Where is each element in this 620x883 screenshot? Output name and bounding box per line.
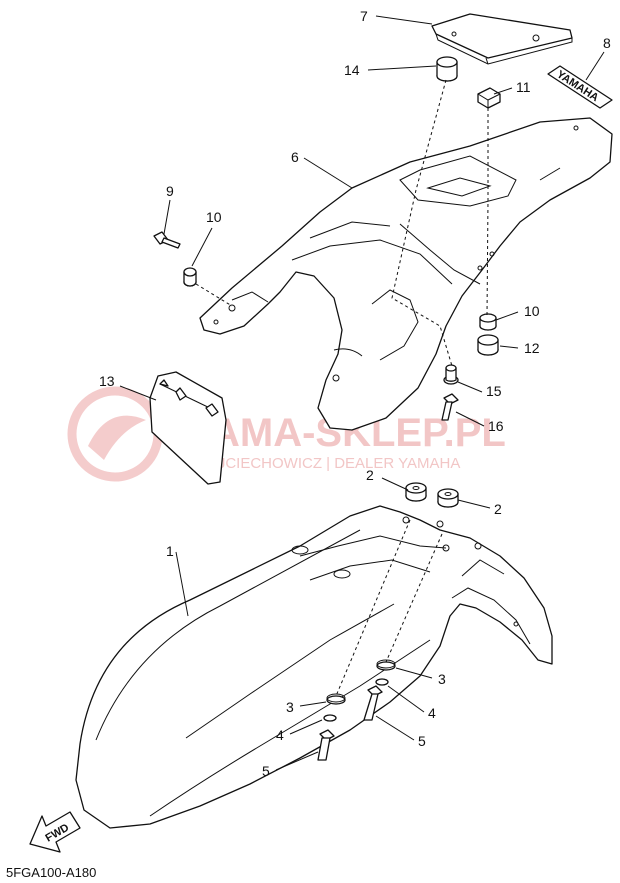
part-4-lockwasher-left [323,714,337,722]
emblem-logo-text: YAMAHA [554,68,600,104]
callout-2-right: 2 [494,501,502,517]
part-4-lockwasher-right [375,678,389,686]
part-16-bolt [441,393,459,421]
fwd-arrow: FWD [29,811,81,853]
part-11-clip [477,87,501,109]
callouts: 7 8 14 11 6 9 10 10 12 13 15 16 2 2 1 3 … [99,8,611,779]
watermark: YAMA-SKLEP.PL WOJCIECHOWICZ | DEALER YAM… [67,386,506,482]
callout-8: 8 [603,35,611,51]
callout-9: 9 [166,183,174,199]
callout-4-left: 4 [276,727,284,743]
part-5-bolt-right [363,685,383,721]
part-5-bolt-left [317,729,335,761]
callout-16: 16 [488,418,504,434]
part-6-rear-frame [199,117,613,431]
part-9-bolt [153,231,181,249]
callout-6: 6 [291,149,299,165]
part-3-washer-left [326,693,346,705]
part-2-grommet-left [405,482,427,502]
part-13-flap [149,371,227,485]
callout-4-right: 4 [428,705,436,721]
part-7-plate [431,13,573,65]
fwd-arrow-icon [29,811,81,853]
diagram-code: 5FGA100-A180 [6,865,96,880]
part-10-grommet-left [183,267,197,287]
callout-2-left: 2 [366,467,374,483]
callout-5-left: 5 [262,763,270,779]
callout-3-right: 3 [438,671,446,687]
part-14-grommet [436,56,458,82]
callout-11: 11 [516,79,531,95]
part-10-grommet-right [479,313,497,331]
watermark-subtitle: WOJCIECHOWICZ | DEALER YAMAHA [192,455,460,472]
callout-3-left: 3 [286,699,294,715]
part-15-spacer [443,364,459,385]
callout-15: 15 [486,383,502,399]
part-1-rear-fender [75,505,553,829]
leader-lines [119,15,605,771]
part-12-collar [477,334,499,356]
callout-10-right: 10 [524,303,540,319]
callout-5-right: 5 [418,733,426,749]
callout-13: 13 [99,373,115,389]
callout-10-left: 10 [206,209,222,225]
part-8-emblem: YAMAHA [547,65,613,109]
callout-7: 7 [360,8,368,24]
assembly-lines [195,79,489,697]
watermark-logo-swoosh-icon [88,415,146,460]
part-2-grommet-right [437,488,459,508]
callout-14: 14 [344,62,360,78]
callout-12: 12 [524,340,540,356]
callout-1: 1 [166,543,174,559]
part-3-washer-right [376,659,396,671]
